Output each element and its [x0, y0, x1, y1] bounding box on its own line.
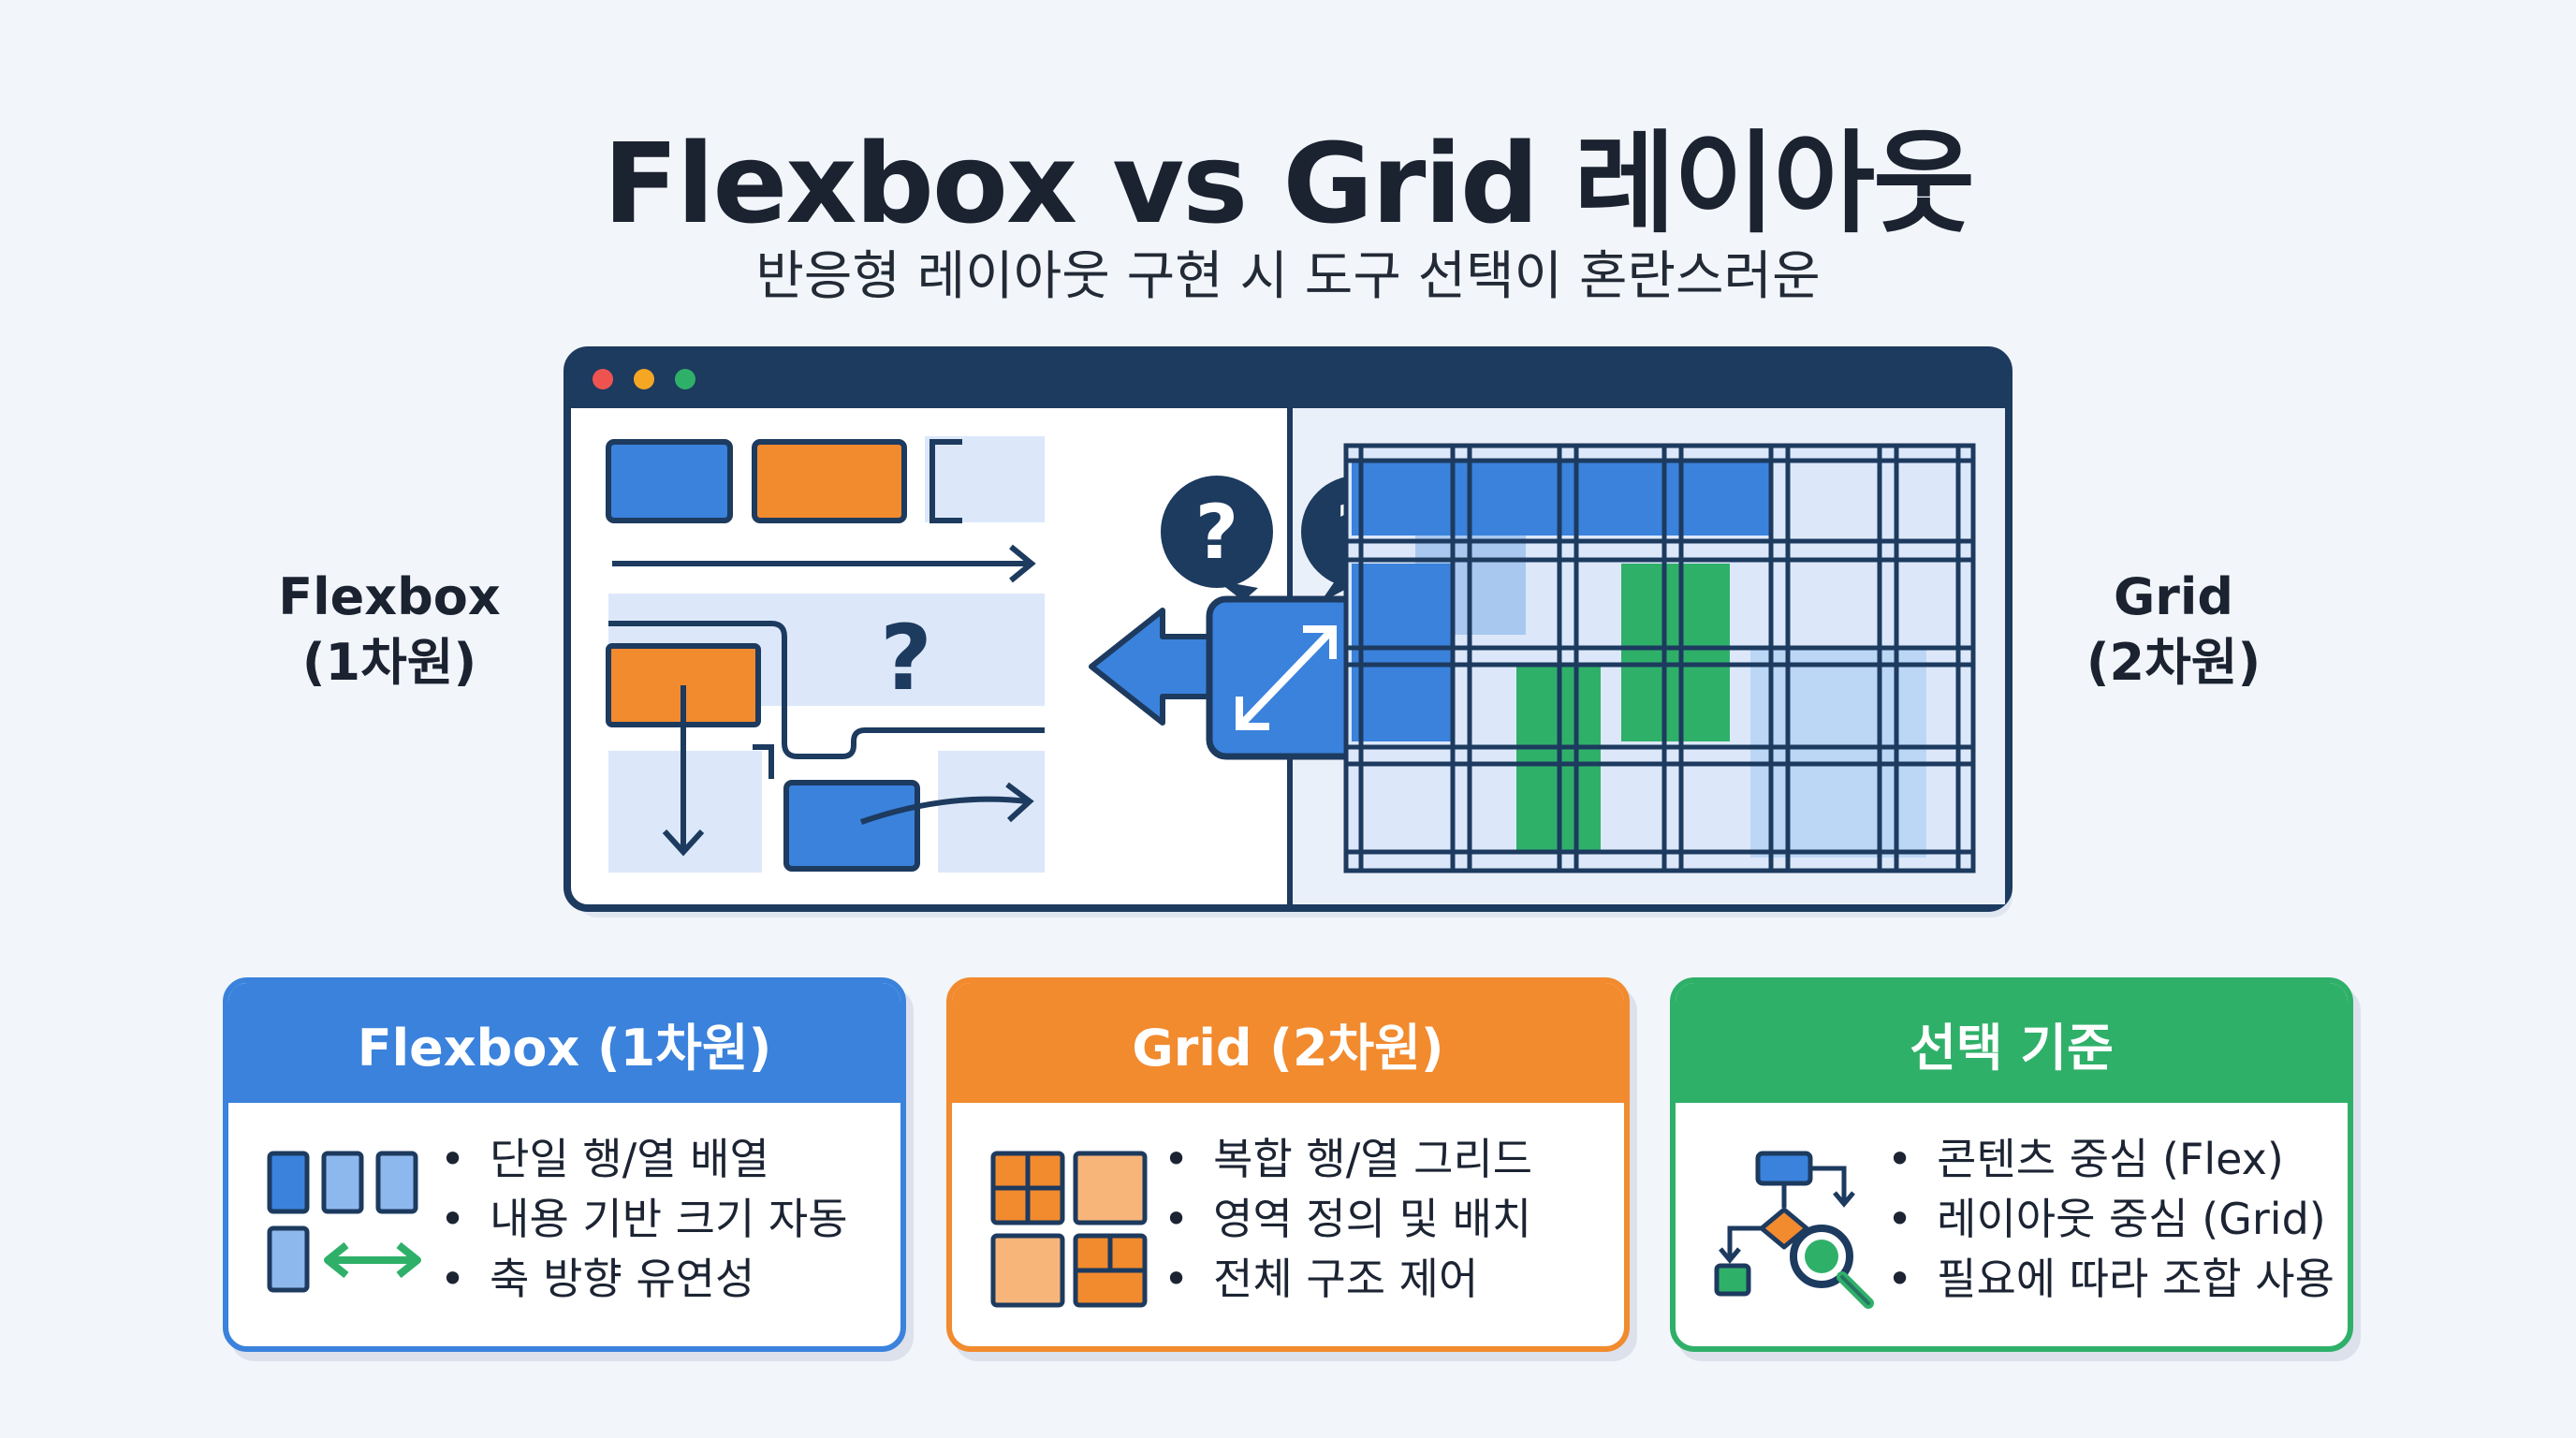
grid-bullet-list: 복합 행/열 그리드 영역 정의 및 배치 전체 구조 제어	[1164, 1129, 1532, 1309]
window-minimize-dot	[634, 369, 654, 389]
flexbox-side-label-name: Flexbox	[278, 567, 501, 626]
flexbox-side-label-dimension: (1차원)	[301, 633, 477, 692]
grid-card: Grid (2차원) 복합 행/열 그리드 영역 정의 및 배치 전체 구조 제…	[946, 977, 1630, 1352]
grid-side-label-name: Grid	[2113, 567, 2234, 626]
grid-cells-icon	[989, 1150, 1149, 1313]
flexbox-bullet-3: 축 방향 유연성	[440, 1249, 848, 1309]
flexbox-bullet-list: 단일 행/열 배열 내용 기반 크기 자동 축 방향 유연성	[440, 1129, 848, 1309]
flexbox-side-label: Flexbox (1차원)	[249, 565, 530, 696]
flexbox-card-title: Flexbox (1차원)	[228, 983, 900, 1103]
flex-question-mark: ?	[880, 606, 932, 711]
grid-side-label: Grid (2차원)	[2033, 565, 2314, 696]
selection-criteria-bullet-2: 레이아웃 중심 (Grid)	[1887, 1189, 2334, 1249]
page-title: Flexbox vs Grid 레이아웃	[603, 119, 1974, 248]
flexbox-card: Flexbox (1차원) 단일 행/열 배열 내용 기반 크기 자동 축 방향…	[223, 977, 906, 1352]
flex-layout-icon: ?	[606, 436, 1045, 873]
selection-criteria-bullet-1: 콘텐츠 중심 (Flex)	[1887, 1129, 2334, 1189]
selection-criteria-bullet-3: 필요에 따라 조합 사용	[1887, 1249, 2334, 1309]
grid-layout-icon	[1343, 443, 1976, 873]
window-maximize-dot	[675, 369, 695, 389]
flexbox-bullet-1: 단일 행/열 배열	[440, 1129, 848, 1189]
grid-bullet-2: 영역 정의 및 배치	[1164, 1189, 1532, 1249]
grid-bullet-3: 전체 구조 제어	[1164, 1249, 1532, 1309]
page-subtitle: 반응형 레이아웃 구현 시 도구 선택이 혼란스러운	[755, 246, 1821, 307]
selection-criteria-card-title: 선택 기준	[1676, 983, 2348, 1103]
selection-criteria-card: 선택 기준 콘텐츠 중심 (Flex) 레이아웃 중심 (Grid) 필요에 따…	[1670, 977, 2353, 1352]
flex-row-icon	[266, 1150, 425, 1303]
window-close-dot	[593, 369, 613, 389]
selection-criteria-bullet-list: 콘텐츠 중심 (Flex) 레이아웃 중심 (Grid) 필요에 따라 조합 사…	[1887, 1129, 2334, 1309]
browser-window-illustration: ? ? ?	[564, 346, 2012, 917]
grid-bullet-1: 복합 행/열 그리드	[1164, 1129, 1532, 1189]
question-bubble-left-mark: ?	[1195, 489, 1238, 576]
grid-card-title: Grid (2차원)	[952, 983, 1624, 1103]
browser-title-bar	[567, 350, 2009, 408]
flowchart-search-icon	[1713, 1150, 1878, 1318]
flexbox-bullet-2: 내용 기반 크기 자동	[440, 1189, 847, 1249]
grid-side-label-dimension: (2차원)	[2086, 633, 2261, 692]
